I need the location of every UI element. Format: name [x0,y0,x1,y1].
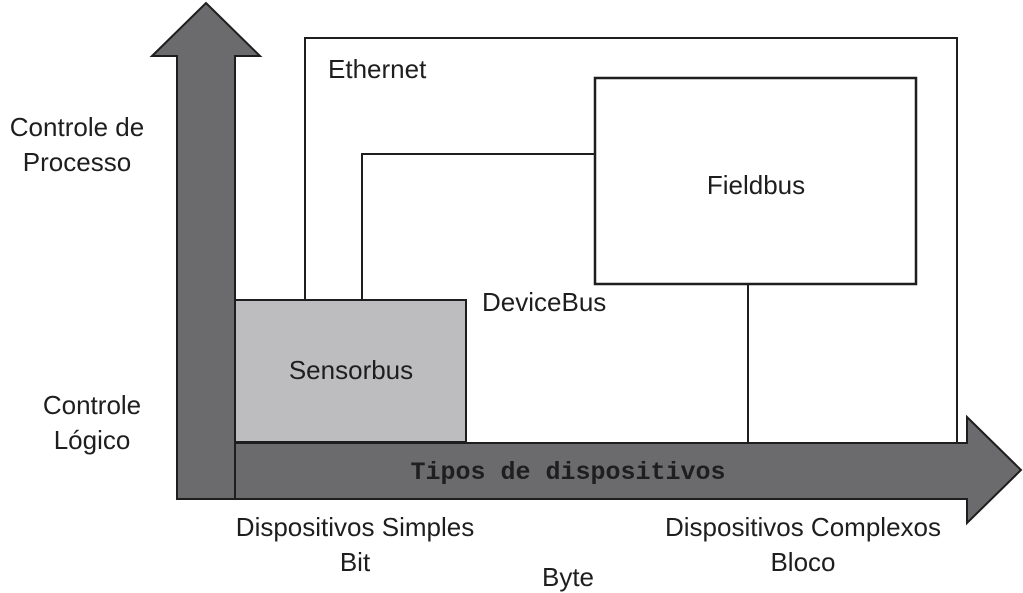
x-axis-title: Tipos de dispositivos [410,458,725,487]
y-axis-top-label-line2: Processo [23,147,131,177]
fieldbus-box [593,76,918,286]
y-axis-arrow [149,1,263,500]
x-axis-right-label-line1: Dispositivos Complexos [665,512,941,542]
x-axis-arrow [176,414,1023,526]
x-axis-middle-label: Byte [542,562,594,592]
x-axis-left-label-line2: Bit [340,547,371,577]
y-axis-top-label-line1: Controle de [10,112,144,142]
y-axis-bottom-label-line1: Controle [43,390,141,420]
fieldbus-label: Fieldbus [707,170,805,200]
devicebus-label: DeviceBus [482,287,606,317]
ethernet-label: Ethernet [328,54,427,84]
x-axis-left-label-line1: Dispositivos Simples [236,512,474,542]
sensorbus-label: Sensorbus [289,355,413,385]
x-axis-right-label-line2: Bloco [770,547,835,577]
y-axis-bottom-label-line2: Lógico [54,425,131,455]
devicebus-boundary-line [361,153,595,300]
